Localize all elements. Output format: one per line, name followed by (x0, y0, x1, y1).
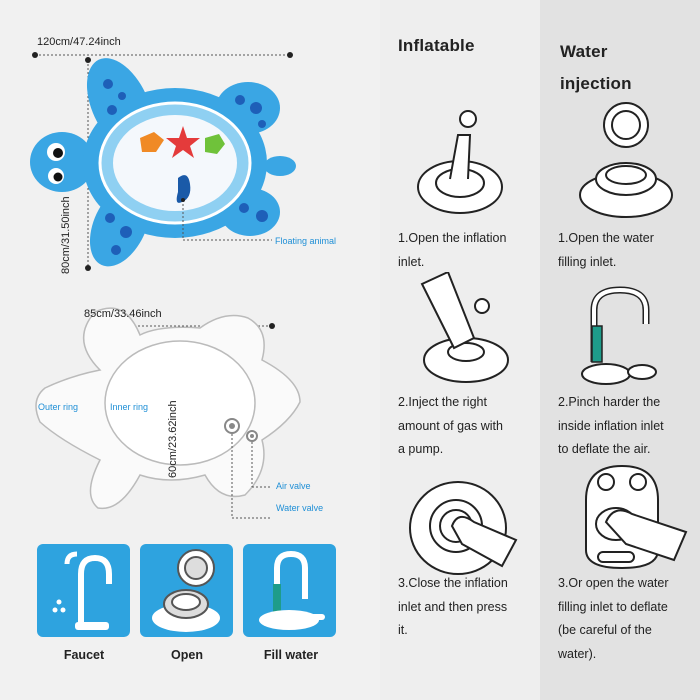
pump-icon (420, 272, 509, 383)
open-label: Open (171, 648, 203, 662)
press-close-icon (409, 481, 518, 575)
turtle-outline-diagram (35, 307, 301, 519)
fill-water-label: Fill water (263, 648, 319, 662)
faucet-fill-icon (581, 286, 657, 385)
product-width-label: 120cm/47.24inch (37, 36, 121, 48)
outer-ring-label: Outer ring (38, 402, 79, 412)
diagram-height-label: 60cm/23.62inch (167, 400, 179, 478)
faucet-label: Faucet (63, 648, 105, 662)
floating-animal-callout: Floating animal (275, 236, 337, 246)
water-inlet-icon (579, 102, 673, 218)
deflate-pinch-icon (585, 464, 688, 570)
product-height-label: 80cm/31.50inch (60, 196, 72, 274)
turtle-product-illustration (30, 52, 296, 271)
inflation-inlet-icon (417, 110, 503, 214)
fill-water-tile (243, 544, 336, 637)
inner-ring-label: Inner ring (110, 402, 149, 412)
inflatable-header: Inflatable (398, 36, 475, 55)
air-valve-label: Air valve (276, 481, 311, 491)
diagram-width-label: 85cm/33.46inch (84, 308, 162, 320)
open-valve-icon (152, 549, 220, 632)
faucet-icon (52, 551, 112, 630)
faucet-tile (37, 544, 130, 637)
open-tile (140, 544, 233, 637)
fill-water-icon (259, 550, 325, 630)
water-valve-label: Water valve (276, 503, 324, 513)
